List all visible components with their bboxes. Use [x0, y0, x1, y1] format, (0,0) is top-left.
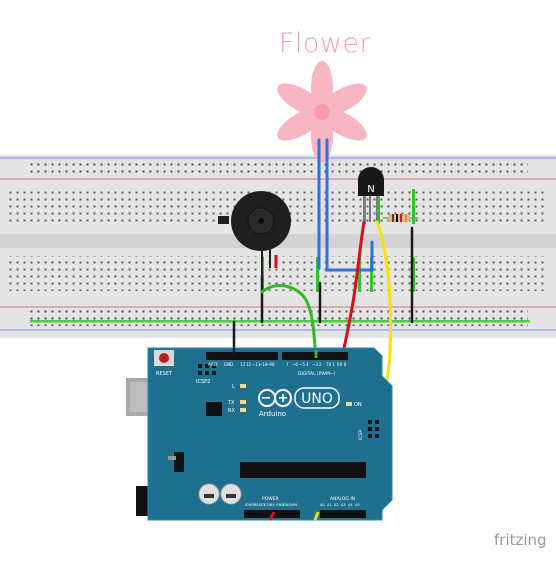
- svg-text:A5: A5: [355, 503, 360, 507]
- svg-text:VIN: VIN: [291, 503, 297, 507]
- power-pin-labels: IOREF RESET 3.3V 5V GND GND VIN A0 A1 A2…: [245, 503, 360, 507]
- breadboard: [0, 155, 556, 338]
- svg-text:8: 8: [272, 362, 275, 367]
- wire-ends: [232, 348, 320, 521]
- flower-sensor: [277, 61, 367, 163]
- icsp-label: ICSP: [358, 430, 364, 440]
- diagram-title: Flower: [278, 28, 372, 59]
- svg-text:L: L: [232, 384, 235, 390]
- svg-text:5V: 5V: [270, 503, 275, 507]
- svg-text:A4: A4: [348, 503, 353, 507]
- icsp-header: [368, 420, 379, 438]
- svg-text:IOREF: IOREF: [245, 503, 255, 507]
- svg-text:RX 0: RX 0: [337, 362, 347, 367]
- svg-text:~6: ~6: [292, 362, 298, 367]
- svg-text:A2: A2: [334, 503, 339, 507]
- svg-text:2: 2: [319, 362, 322, 367]
- svg-text:7: 7: [286, 362, 289, 367]
- svg-text:~10: ~10: [259, 362, 268, 367]
- analog-header: [320, 510, 366, 518]
- svg-text:12: 12: [246, 362, 252, 367]
- svg-text:RX: RX: [228, 408, 235, 414]
- svg-text:GND: GND: [276, 503, 284, 507]
- svg-text:3.3V: 3.3V: [263, 503, 272, 507]
- arduino-logo: UNO Arduino: [258, 387, 340, 418]
- svg-text:13: 13: [240, 362, 246, 367]
- svg-text:TX 1: TX 1: [325, 362, 335, 367]
- svg-text:A1: A1: [327, 503, 332, 507]
- bottom-rail-holes: [28, 310, 528, 326]
- blue-wire-2: [325, 138, 374, 272]
- arduino-brand-text: Arduino: [259, 410, 286, 418]
- svg-text:A3: A3: [341, 503, 346, 507]
- green-wire: [260, 284, 318, 359]
- digital-header-left: [206, 352, 278, 360]
- reset-label: RESET: [156, 371, 173, 377]
- resistor: [383, 214, 418, 222]
- svg-text:RESET: RESET: [254, 503, 266, 507]
- svg-text:GND: GND: [283, 503, 291, 507]
- analog-label: ANALOG IN: [330, 496, 355, 502]
- piezo-buzzer: [218, 191, 291, 276]
- svg-text:TX: TX: [227, 400, 235, 406]
- svg-text:~9: ~9: [266, 362, 272, 367]
- status-leds: L TX RX ON: [227, 384, 362, 414]
- icsp2-header: [198, 364, 216, 375]
- arduino-uno: RESET ICSP2 AREF GND 13 12 ~11 ~10 ~9 8 …: [126, 347, 393, 521]
- icsp2-label: ICSP2: [196, 379, 210, 385]
- svg-text:~5: ~5: [299, 362, 305, 367]
- power-label: POWER: [262, 496, 279, 502]
- fritzing-brand: fritzing: [494, 531, 547, 549]
- top-rail-holes: [28, 160, 528, 176]
- svg-text:GND: GND: [224, 362, 233, 367]
- uno-logo-text: UNO: [301, 391, 333, 407]
- atmega-chip: [240, 462, 366, 478]
- svg-text:AREF: AREF: [208, 362, 219, 367]
- digital-label: DIGITAL (PWM~): [298, 371, 336, 377]
- svg-text:4: 4: [306, 362, 309, 367]
- svg-text:A0: A0: [320, 503, 325, 507]
- svg-text:~3: ~3: [312, 362, 318, 367]
- digital-pin-labels: AREF GND 13 12 ~11 ~10 ~9 8 7 ~6 ~5 4 ~3…: [208, 362, 347, 367]
- npn-transistor: N: [358, 167, 384, 222]
- transistor-marking: N: [367, 184, 374, 195]
- svg-text:ON: ON: [354, 402, 362, 408]
- svg-text:~11: ~11: [252, 362, 261, 367]
